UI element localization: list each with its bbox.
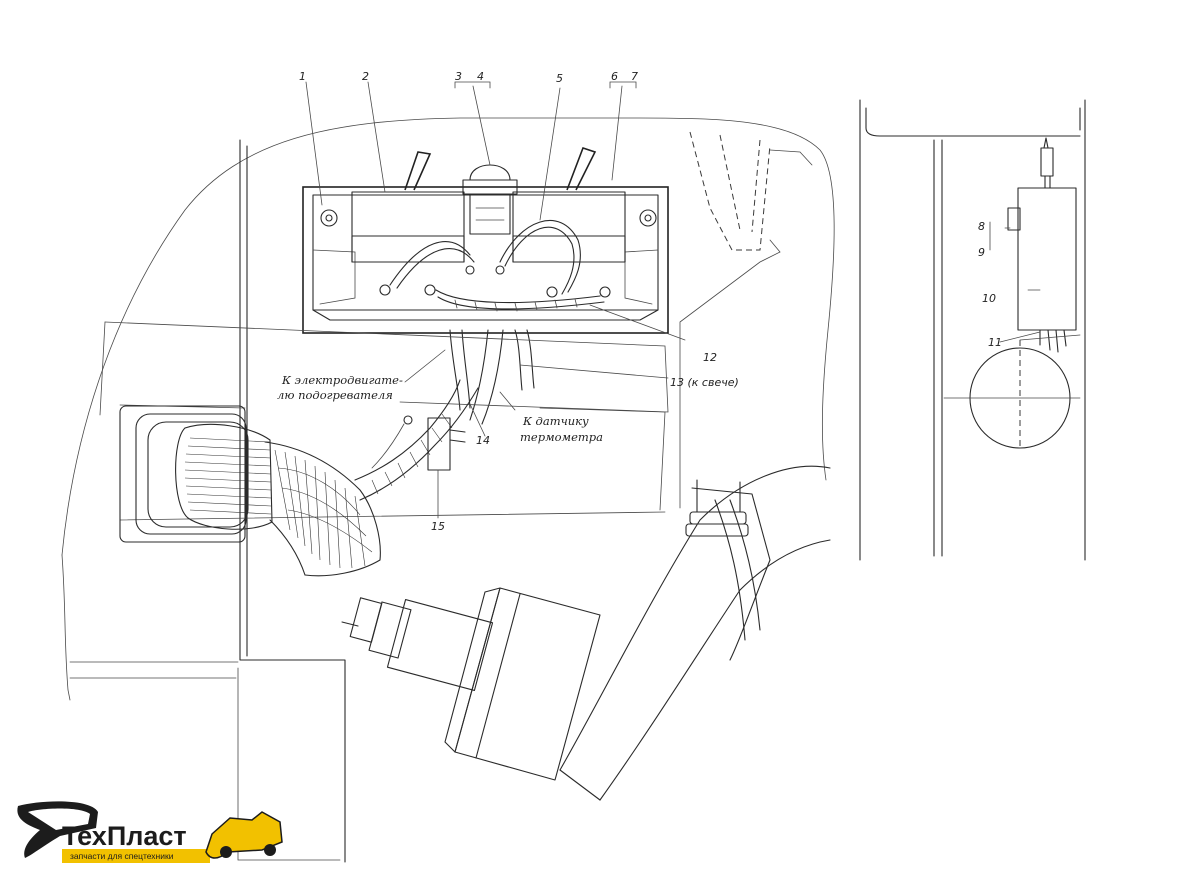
callout-5: 5 [556, 72, 563, 85]
callout-labels: 1 2 3 4 5 6 7 8 9 10 11 12 13 (к свече) … [299, 70, 1002, 533]
side-view [859, 99, 1086, 561]
callout-11: 11 [988, 336, 1002, 349]
callout-4: 4 [477, 70, 484, 83]
callout-9: 9 [978, 246, 985, 259]
heater-pipe [341, 465, 831, 801]
annotation-thermometer-line1: К датчику [522, 414, 589, 428]
harness-grommet [119, 379, 479, 577]
annotations: К электродвигате- лю подогревателя К дат… [277, 373, 603, 444]
annotation-thermometer-line2: термометра [520, 430, 603, 444]
leader-lines [305, 81, 1041, 519]
callout-12: 12 [703, 351, 717, 364]
callout-1: 1 [299, 70, 306, 83]
callout-14: 14 [476, 434, 490, 447]
callout-6: 6 [611, 70, 618, 83]
techplast-logo: ТехПласт запчасти для спецтехники [17, 801, 283, 863]
callout-10: 10 [982, 292, 996, 305]
annotation-motor-line2: лю подогревателя [277, 388, 393, 402]
callout-3: 3 [455, 70, 462, 83]
housing-outline [61, 117, 835, 863]
logo-name: ТехПласт [62, 821, 187, 851]
callout-7: 7 [631, 70, 638, 83]
annotation-motor-line1: К электродвигате- [281, 373, 403, 387]
terminal-box [302, 146, 669, 425]
callout-13: 13 (к свече) [670, 376, 739, 389]
logo-tagline-bar [62, 849, 210, 863]
callout-15: 15 [431, 520, 445, 533]
callout-2: 2 [362, 70, 369, 83]
logo-tagline: запчасти для спецтехники [70, 851, 174, 861]
callout-8: 8 [978, 220, 985, 233]
